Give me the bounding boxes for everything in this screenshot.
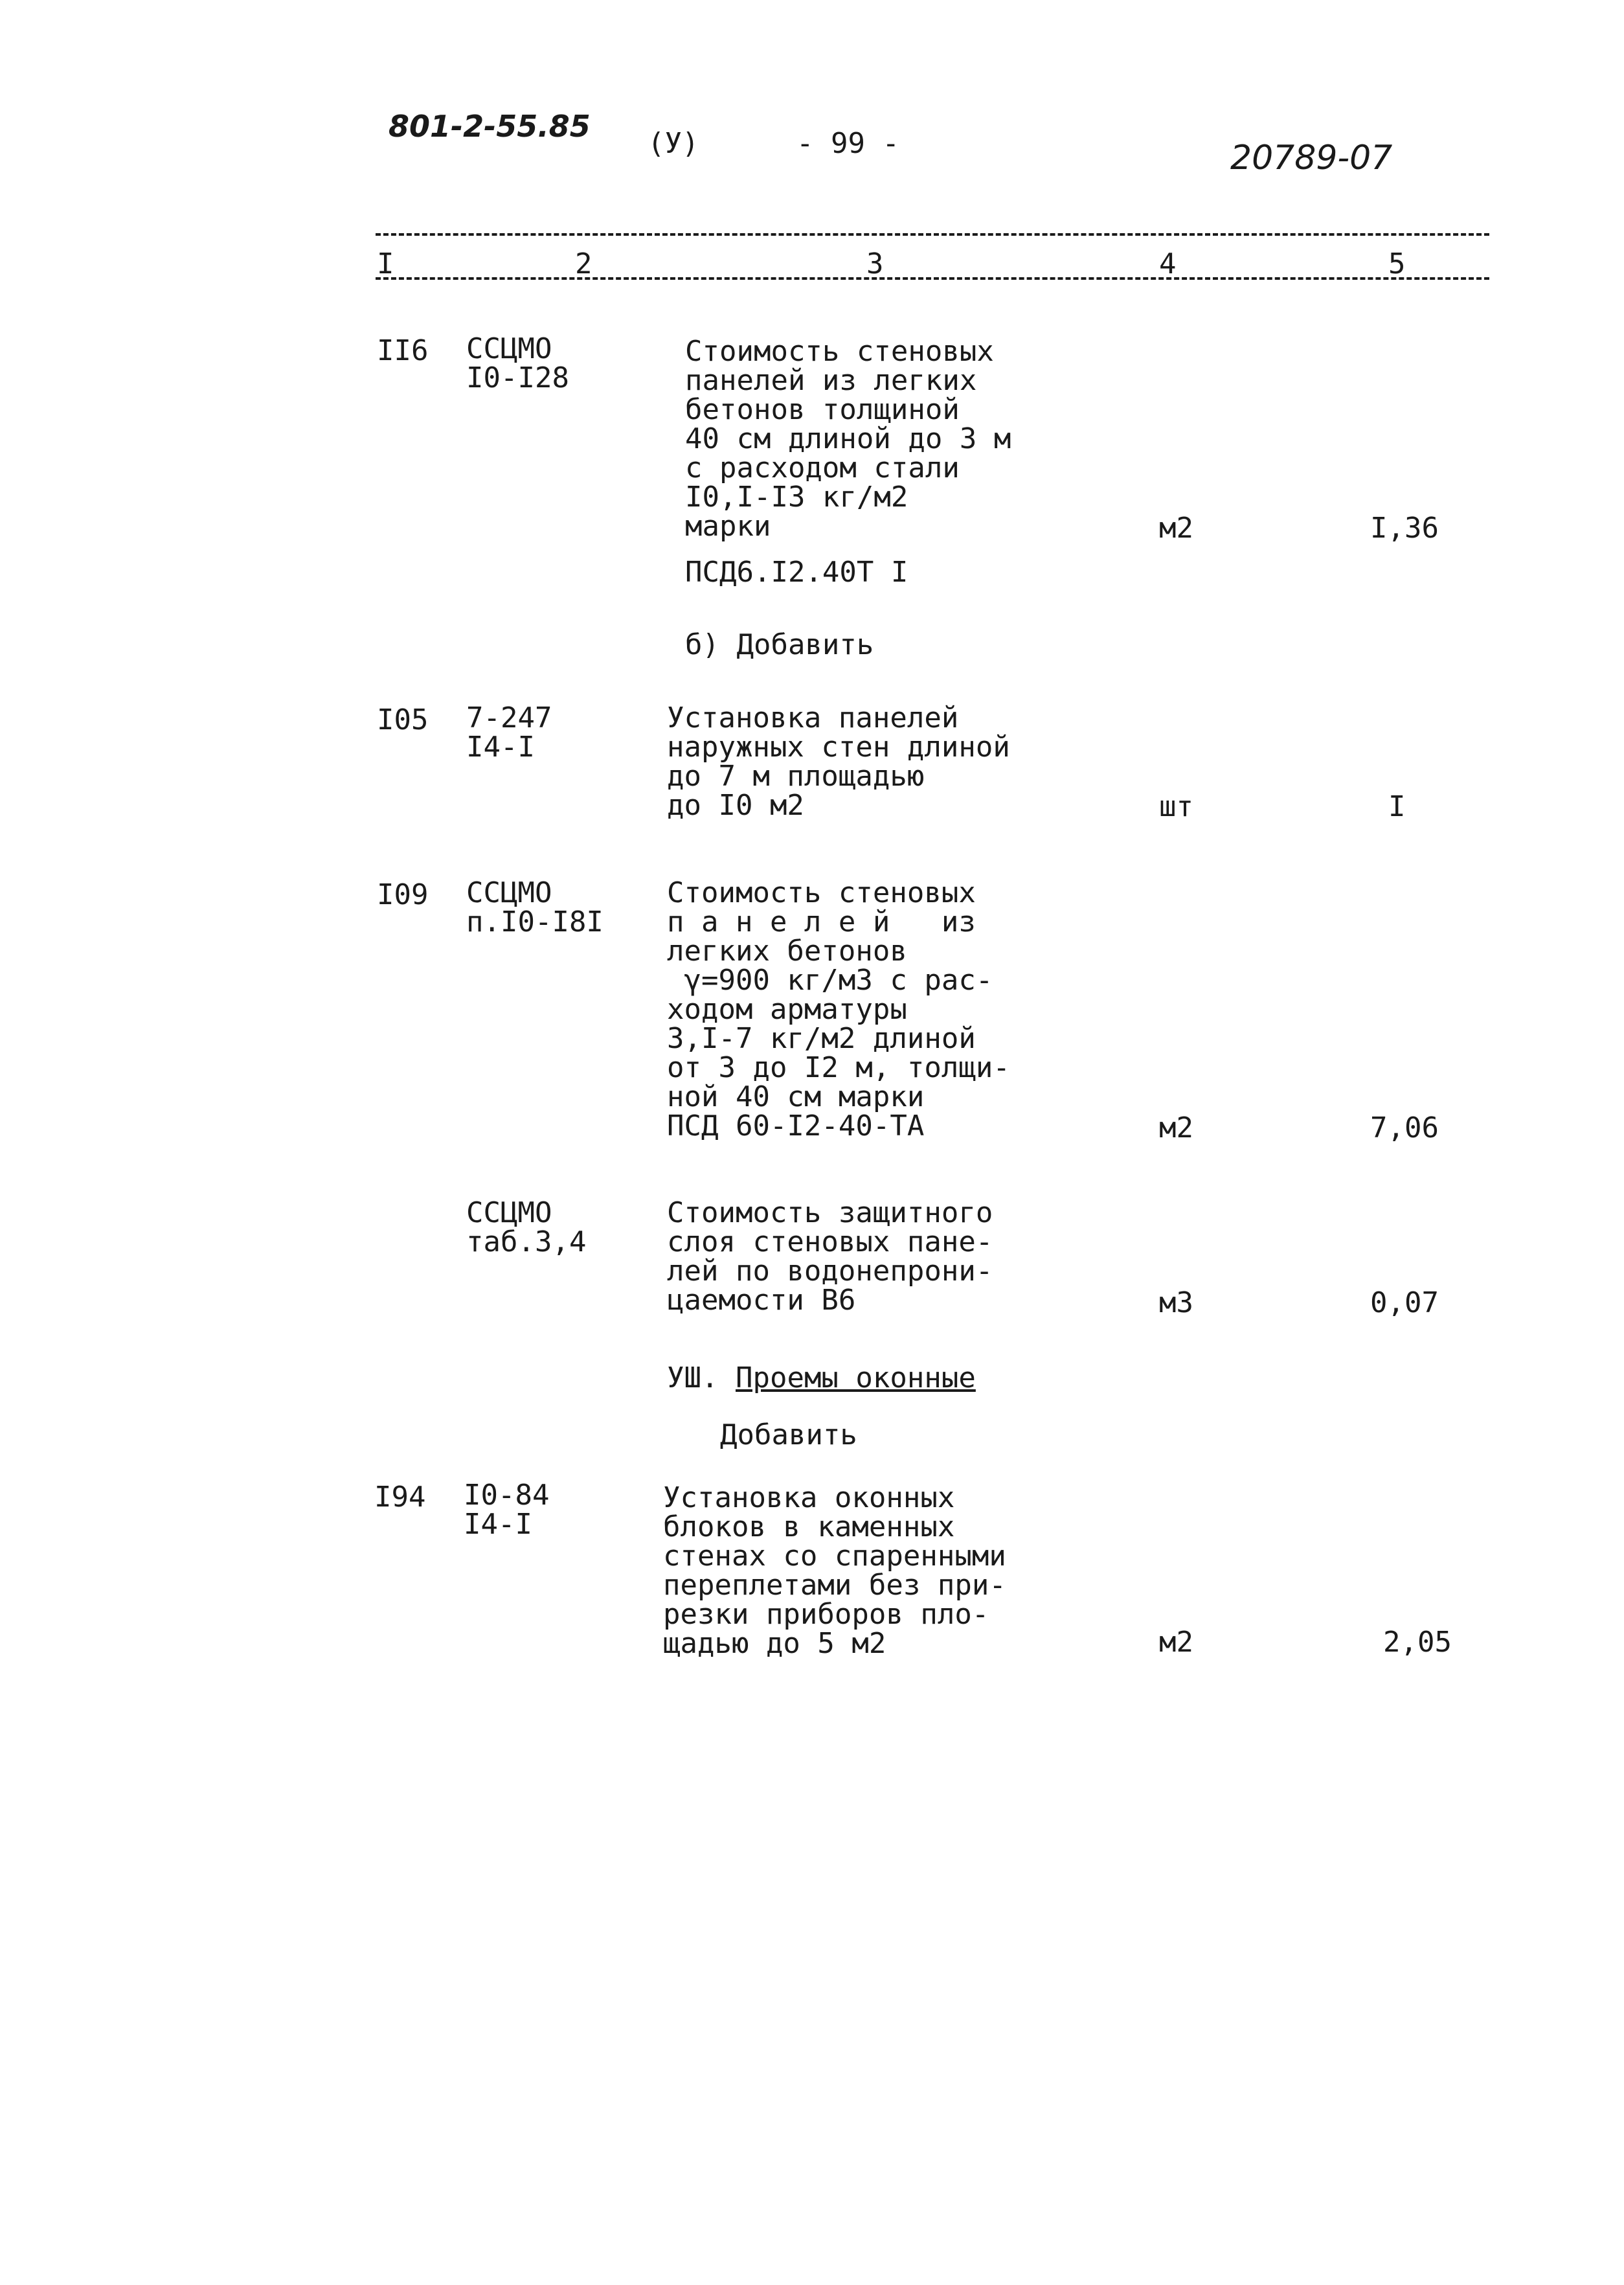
section-title: Проемы оконные <box>735 1361 976 1394</box>
row-quantity: 7,06 <box>1370 1111 1439 1144</box>
inventory-number: 20789-07 <box>1230 139 1393 177</box>
row-code: I0-84 I4-I <box>464 1479 550 1541</box>
row-quantity: I <box>1388 790 1406 823</box>
document-code: 801-2-55.85 <box>389 109 591 144</box>
column-header-5: 5 <box>1388 247 1406 280</box>
header-rule-bottom <box>376 277 1489 280</box>
row-unit: шт <box>1159 790 1193 823</box>
column-header-4: 4 <box>1159 247 1177 280</box>
row-description-extra: ПСД6.I2.40Т I <box>685 556 908 589</box>
row-description: Стоимость стеновых п а н е л е й из легк… <box>667 876 1010 1142</box>
column-header-3: 3 <box>866 247 884 280</box>
row-number: I09 <box>377 878 429 911</box>
row-number: I94 <box>374 1481 426 1514</box>
document-mark: (У) <box>648 127 699 160</box>
row-code: 7-247 I4-I <box>466 701 552 764</box>
column-header-1: I <box>377 247 394 280</box>
header-rule-top <box>376 233 1489 236</box>
row-unit: м2 <box>1159 512 1193 545</box>
row-code: ССЦМО п.I0-I8I <box>466 876 603 938</box>
section-heading: УШ. Проемы оконные <box>667 1361 976 1394</box>
row-description: Стоимость стеновых панелей из легких бет… <box>685 335 1011 543</box>
row-code: ССЦМО таб.3,4 <box>466 1196 587 1258</box>
row-number: II6 <box>377 334 429 367</box>
row-unit: м2 <box>1159 1111 1193 1144</box>
row-code: ССЦМО I0-I28 <box>466 332 569 394</box>
page-number: - 99 - <box>796 127 899 160</box>
row-description: Установка панелей наружных стен длиной д… <box>667 701 1010 822</box>
column-header-2: 2 <box>575 247 592 280</box>
row-quantity: 2,05 <box>1383 1626 1452 1659</box>
row-quantity: 0,07 <box>1370 1286 1439 1319</box>
subsection-add: Добавить <box>720 1418 857 1451</box>
row-unit: м3 <box>1159 1286 1193 1319</box>
row-unit: м2 <box>1159 1626 1193 1659</box>
row-number: I05 <box>377 703 429 736</box>
row-description: Установка оконных блоков в каменных стен… <box>663 1481 1006 1660</box>
row-quantity: I,36 <box>1370 512 1439 545</box>
subsection-add-b: б) Добавить <box>685 628 874 661</box>
row-description: Стоимость защитного слоя стеновых пане- … <box>667 1196 993 1317</box>
section-number: УШ. <box>667 1361 719 1394</box>
